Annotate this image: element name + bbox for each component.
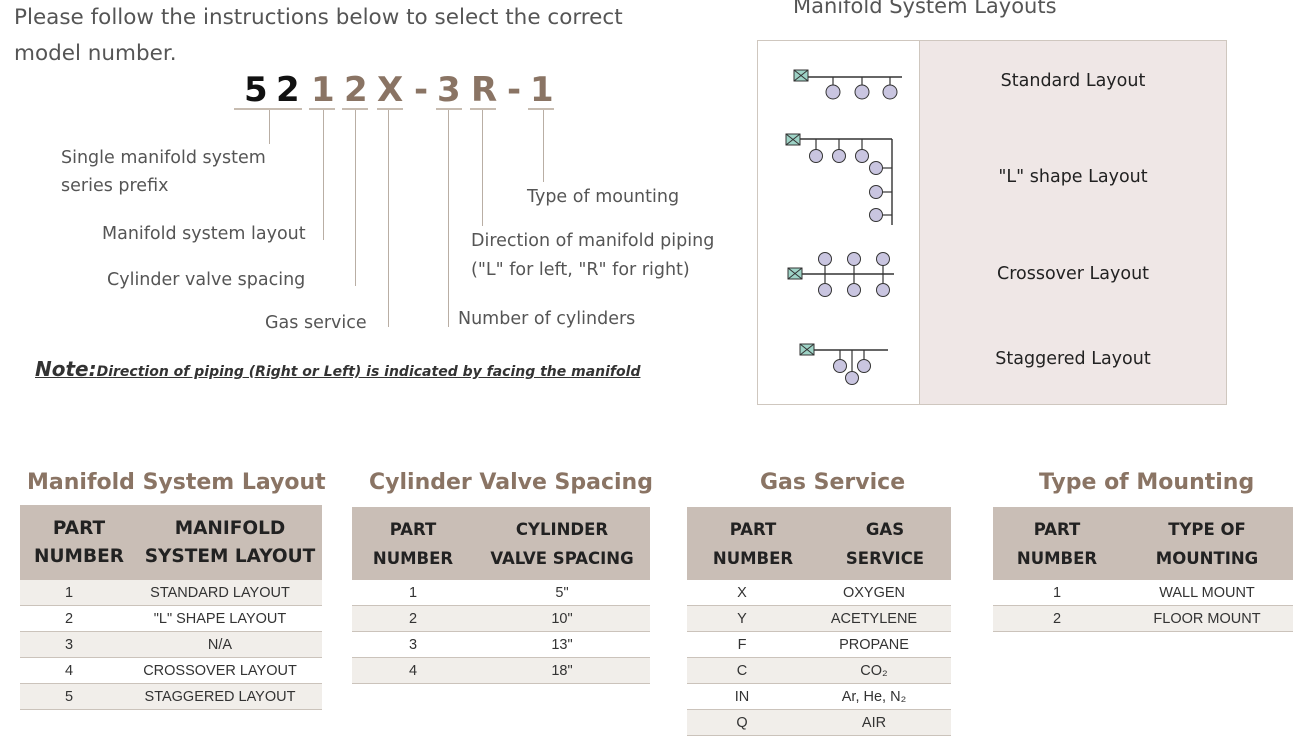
model-char-6: - <box>414 70 429 110</box>
gas-label: Gas service <box>265 313 367 333</box>
model-char-8: R <box>471 70 498 110</box>
direction-leader <box>482 110 483 226</box>
standard-layout-icon <box>758 41 920 121</box>
spacing-label: Cylinder valve spacing <box>107 270 306 290</box>
layout-row-crossover: Crossover Layout <box>758 233 1226 315</box>
model-char-3: 1 <box>311 70 335 110</box>
gas-underline <box>377 108 403 110</box>
table-row: 2"L" SHAPE LAYOUT <box>20 606 322 632</box>
spacing-leader <box>355 110 356 286</box>
prefix-leader <box>269 110 270 144</box>
direction-label-line1: Direction of manifold piping <box>471 231 715 251</box>
mounting-table-title: Type of Mounting <box>1039 470 1255 495</box>
model-char-10: 1 <box>530 70 554 110</box>
prefix-label-line1: Single manifold system <box>61 148 266 168</box>
layout-table-title: Manifold System Layout <box>27 470 326 495</box>
mounting-label: Type of mounting <box>527 187 680 207</box>
prefix-label-line2: series prefix <box>61 176 169 196</box>
prefix-underline <box>234 108 302 110</box>
layout-row-standard: Standard Layout <box>758 41 1226 122</box>
layout-underline <box>309 108 335 110</box>
layouts-title: Manifold System Layouts <box>793 0 1057 18</box>
layout-name-crossover: Crossover Layout <box>920 233 1226 314</box>
layouts-panel: Standard Layout <box>757 40 1227 405</box>
layout-row-l-shape: "L" shape Layout <box>758 121 1226 234</box>
l-shape-layout-icon <box>758 121 920 233</box>
model-char-2: 2 <box>276 70 300 110</box>
spacing-table-title: Cylinder Valve Spacing <box>369 470 653 495</box>
intro-text: Please follow the instructions below to … <box>14 5 623 66</box>
model-char-5: X <box>377 70 404 110</box>
layout-leader <box>323 110 324 240</box>
gas-leader <box>388 110 389 327</box>
model-char-4: 2 <box>344 70 368 110</box>
model-char-7: 3 <box>437 70 461 110</box>
cylinders-leader <box>448 110 449 327</box>
note-label: Note: <box>35 357 97 381</box>
note-text: Direction of piping (Right or Left) is i… <box>96 364 641 380</box>
spacing-underline <box>342 108 368 110</box>
staggered-layout-icon <box>758 314 920 404</box>
crossover-layout-icon <box>758 233 920 314</box>
layout-name-staggered: Staggered Layout <box>920 314 1226 404</box>
layout-name-standard: Standard Layout <box>920 41 1226 121</box>
layout-row-staggered: Staggered Layout <box>758 314 1226 404</box>
model-char-1: 5 <box>244 70 268 110</box>
cylinders-label: Number of cylinders <box>458 309 636 329</box>
note: Note:Direction of piping (Right or Left)… <box>35 357 640 381</box>
layout-label: Manifold system layout <box>102 224 306 244</box>
gas-table-title: Gas Service <box>760 470 906 495</box>
mounting-underline <box>528 108 554 110</box>
cylinders-underline <box>436 108 462 110</box>
mounting-leader <box>543 110 544 182</box>
model-char-9: - <box>507 70 522 110</box>
layout-name-l-shape: "L" shape Layout <box>920 121 1226 233</box>
direction-label-line2: ("L" for left, "R" for right) <box>471 260 690 280</box>
direction-underline <box>470 108 496 110</box>
